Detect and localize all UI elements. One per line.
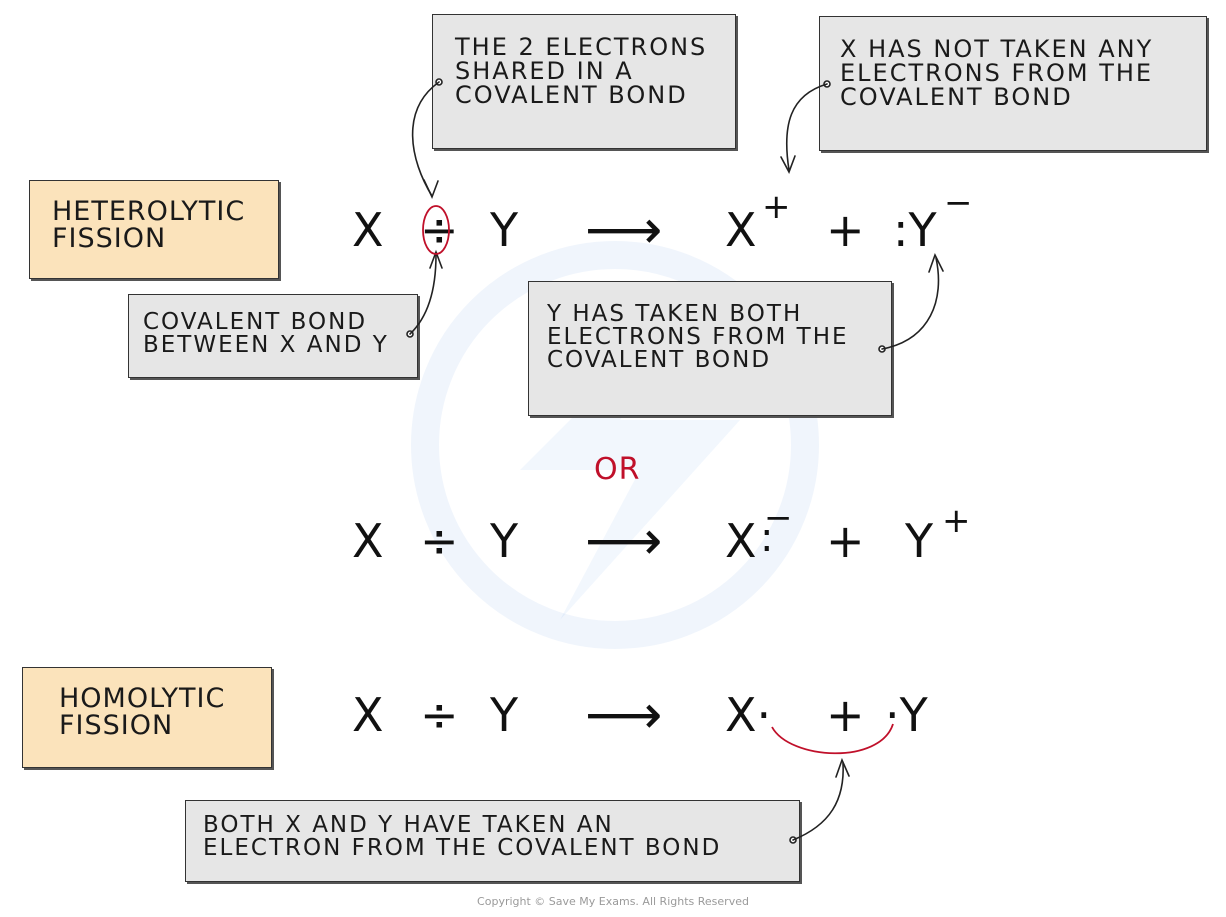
eq2-product-x: X (725, 514, 757, 568)
eq2-product-x-dots: : (760, 515, 774, 561)
copyright-text: Copyright © Save My Exams. All Rights Re… (477, 895, 749, 908)
eq2-product-x-charge: − (764, 498, 793, 538)
note-x-not-taken: X HAS NOT TAKEN ANY ELECTRONS FROM THE C… (819, 16, 1207, 151)
note-both-taken: BOTH X AND Y HAVE TAKEN AN ELECTRON FROM… (185, 800, 800, 882)
eq1-product-y-charge: − (944, 183, 973, 223)
eq1-product-y: :Y (893, 203, 937, 257)
eq1-plus: + (826, 203, 865, 257)
eq2-product-y-charge: + (942, 501, 971, 541)
eq1-x: X (352, 203, 384, 257)
eq1-arrow: ⟶ (585, 198, 663, 261)
eq3-product-x: X· (725, 688, 772, 742)
note-covalent-bond: COVALENT BOND BETWEEN X AND Y (128, 294, 418, 378)
eq2-x: X (352, 514, 384, 568)
eq1-product-x-charge: + (762, 187, 791, 227)
heterolytic-fission-label: HETEROLYTIC FISSION (29, 180, 279, 279)
note-shared-electrons: THE 2 ELECTRONS SHARED IN A COVALENT BON… (432, 14, 736, 149)
eq2-product-y: Y (905, 514, 934, 568)
eq2-plus: + (826, 514, 865, 568)
eq3-arrow: ⟶ (585, 683, 663, 746)
eq2-arrow: ⟶ (585, 509, 663, 572)
eq3-y: Y (490, 688, 519, 742)
eq2-bond: ÷ (420, 514, 459, 568)
or-text: OR (594, 452, 641, 487)
eq3-product-y: ·Y (885, 688, 928, 742)
homolytic-fission-label: HOMOLYTIC FISSION (22, 667, 272, 768)
eq1-product-x: X (725, 203, 757, 257)
eq3-x: X (352, 688, 384, 742)
eq2-y: Y (490, 514, 519, 568)
eq1-y: Y (490, 203, 519, 257)
note-y-taken-both: Y HAS TAKEN BOTH ELECTRONS FROM THE COVA… (528, 281, 892, 416)
eq3-bond: ÷ (420, 688, 459, 742)
eq3-plus: + (826, 688, 865, 742)
